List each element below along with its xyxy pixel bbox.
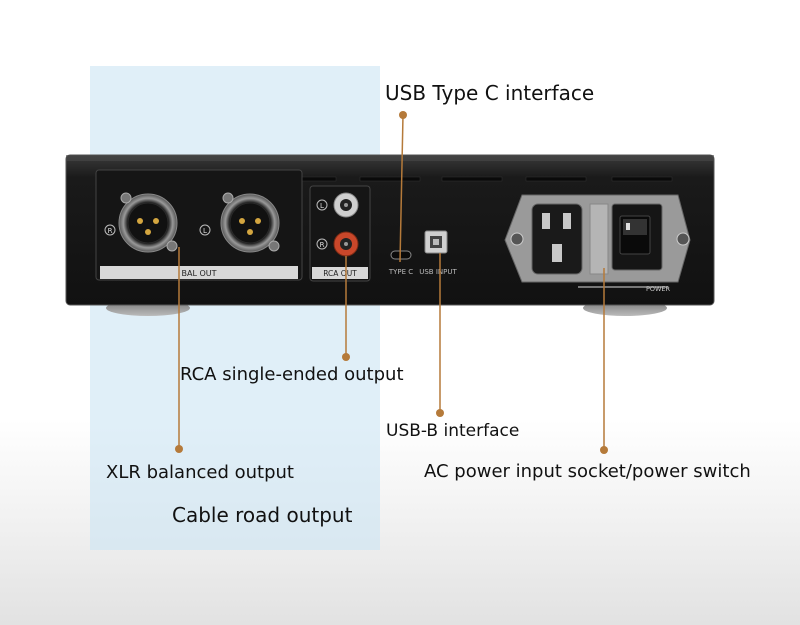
leader-line-ac	[600, 268, 608, 454]
label-usb-type-c: USB Type C interface	[385, 81, 595, 105]
channel-l-xlr: L	[203, 227, 207, 235]
channel-r-xlr: R	[108, 227, 113, 235]
rca-jack-red	[333, 231, 359, 257]
label-rca-output: RCA single-ended output	[180, 364, 404, 385]
label-cable-road-output: Cable road output	[172, 503, 353, 527]
type-c-label: TYPE C	[388, 268, 413, 276]
label-ac-power: AC power input socket/power switch	[424, 461, 751, 482]
xlr-channel-marks	[104, 224, 211, 236]
bal-out-label: BAL OUT	[182, 269, 217, 278]
leader-line-rca	[342, 256, 350, 361]
leader-line-usb-c	[399, 111, 407, 263]
xlr-connector-left	[220, 192, 280, 253]
label-usb-b: USB-B interface	[386, 421, 520, 441]
usb-input-label: USB INPUT	[419, 268, 457, 276]
leader-line-xlr	[175, 247, 183, 453]
usb-b-port	[424, 230, 448, 254]
label-xlr-output: XLR balanced output	[106, 462, 294, 483]
bal-out-label-bar	[100, 266, 298, 279]
ac-power-module	[504, 194, 691, 288]
channel-r-rca: R	[320, 241, 325, 249]
usb-c-port	[390, 250, 412, 260]
rca-out-label: RCA OUT	[323, 269, 357, 278]
vent-slots	[281, 176, 673, 182]
leader-line-usb-b	[436, 253, 444, 417]
power-label: POWER	[646, 285, 671, 293]
channel-l-rca: L	[320, 202, 324, 210]
rca-jack-white	[333, 192, 359, 218]
rca-out-label-bar	[312, 267, 368, 279]
xlr-connector-right	[118, 192, 178, 253]
